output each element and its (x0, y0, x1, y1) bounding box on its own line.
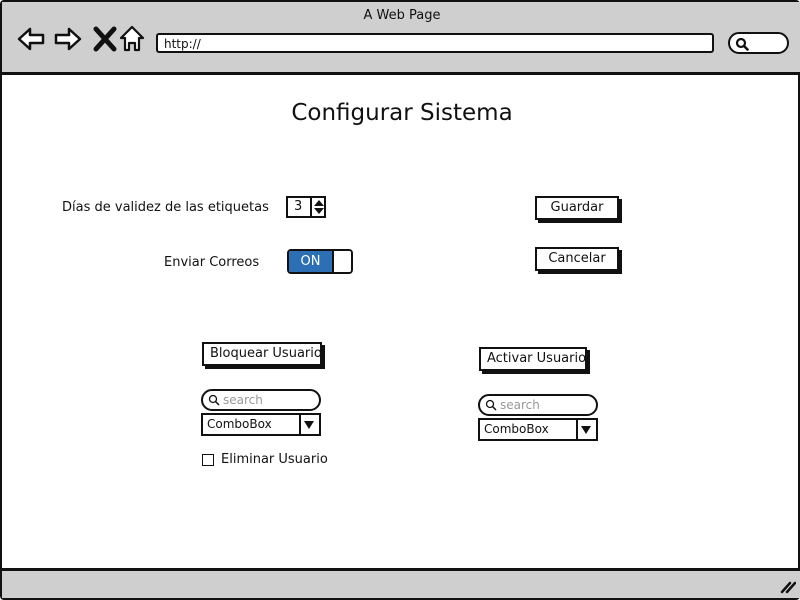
combobox-dropdown-button[interactable] (299, 415, 319, 434)
block-user-button[interactable]: Bloquear Usuario (202, 342, 322, 366)
browser-toolbar: A Web Page http:// (2, 2, 800, 75)
search-icon (735, 37, 749, 51)
combobox-value: ComboBox (484, 422, 549, 436)
activate-user-button[interactable]: Activar Usuario (479, 347, 587, 371)
days-validity-label: Días de validez de las etiquetas (62, 200, 269, 215)
back-arrow-icon[interactable] (16, 24, 46, 54)
stepper-value: 3 (294, 199, 303, 214)
url-bar[interactable]: http:// (156, 33, 714, 53)
search-icon (208, 394, 220, 406)
home-icon[interactable] (118, 24, 148, 54)
activate-user-search-input[interactable]: search (478, 394, 598, 416)
forward-arrow-icon[interactable] (53, 24, 83, 54)
send-mail-toggle[interactable]: ON (287, 249, 353, 274)
delete-user-label: Eliminar Usuario (221, 452, 328, 467)
combobox-dropdown-button[interactable] (576, 420, 596, 439)
save-button[interactable]: Guardar (535, 196, 619, 220)
status-bar (2, 568, 800, 598)
chevron-down-icon (304, 421, 314, 429)
cancel-button[interactable]: Cancelar (535, 247, 619, 271)
page-title: Configurar Sistema (291, 100, 513, 126)
block-user-combobox[interactable]: ComboBox (201, 413, 321, 436)
resize-grip-icon[interactable] (780, 580, 796, 594)
stepper-arrows[interactable] (310, 198, 326, 216)
block-user-search-input[interactable]: search (201, 389, 321, 411)
search-placeholder: search (500, 398, 540, 412)
stepper-up-down-icon[interactable] (312, 198, 326, 216)
search-placeholder: search (223, 393, 263, 407)
delete-user-checkbox[interactable] (202, 454, 214, 466)
search-icon (485, 399, 497, 411)
browser-search-field[interactable] (728, 32, 789, 54)
activate-user-combobox[interactable]: ComboBox (478, 418, 598, 441)
days-validity-stepper[interactable]: 3 (286, 196, 326, 218)
send-mail-label: Enviar Correos (164, 255, 260, 270)
toggle-on-label: ON (289, 251, 332, 272)
combobox-value: ComboBox (207, 417, 272, 431)
toggle-knob[interactable] (332, 251, 351, 272)
stop-close-icon[interactable] (90, 24, 120, 54)
chevron-down-icon (581, 426, 591, 434)
window-title: A Web Page (363, 8, 441, 23)
